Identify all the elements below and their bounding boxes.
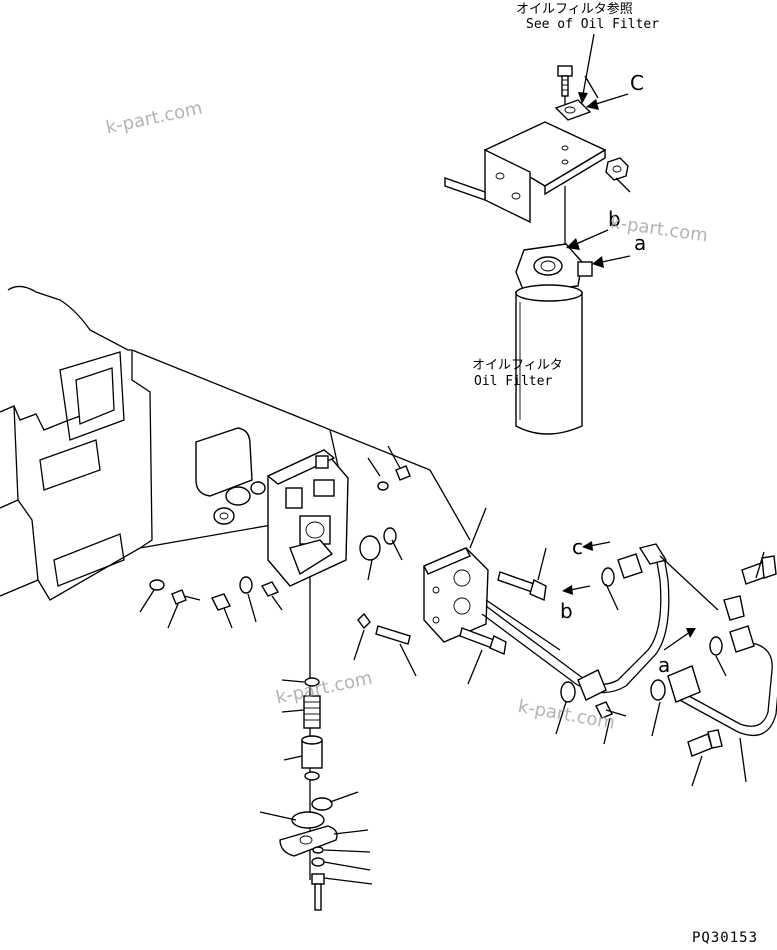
callout-a-top: a (634, 231, 647, 255)
valve-housing (266, 449, 349, 587)
oil-cooler-block (423, 547, 489, 643)
relief-valve-stack (279, 576, 338, 911)
callout-c-pipe: c (572, 535, 583, 559)
bracket-nut (605, 157, 629, 181)
drawing-code: PQ30153 (692, 930, 759, 946)
reference-arrows (562, 33, 696, 651)
leader-lines (139, 177, 765, 885)
callout-c-top: C (630, 71, 644, 95)
oil-filter-label-en: Oil Filter (474, 374, 553, 389)
cooler-gasket (195, 427, 253, 497)
bracket-top-bolt (557, 65, 573, 97)
bolts-lower-left (149, 576, 280, 611)
oil-pipe-2 (650, 595, 777, 737)
oil-pipe-1 (481, 543, 670, 703)
callout-a-pipe: a (658, 653, 671, 677)
engine-block (0, 285, 153, 601)
callout-b-top: b (608, 207, 621, 231)
filter-reference-label-en: See of Oil Filter (526, 17, 660, 32)
oil-filter-label-jp: オイルフィルタ (472, 358, 563, 373)
callout-b-pipe: b (560, 599, 573, 623)
filter-bracket-assembly (444, 65, 629, 248)
oil-filter (515, 243, 593, 435)
filter-reference-label-jp: オイルフィルタ参照 (516, 2, 633, 17)
